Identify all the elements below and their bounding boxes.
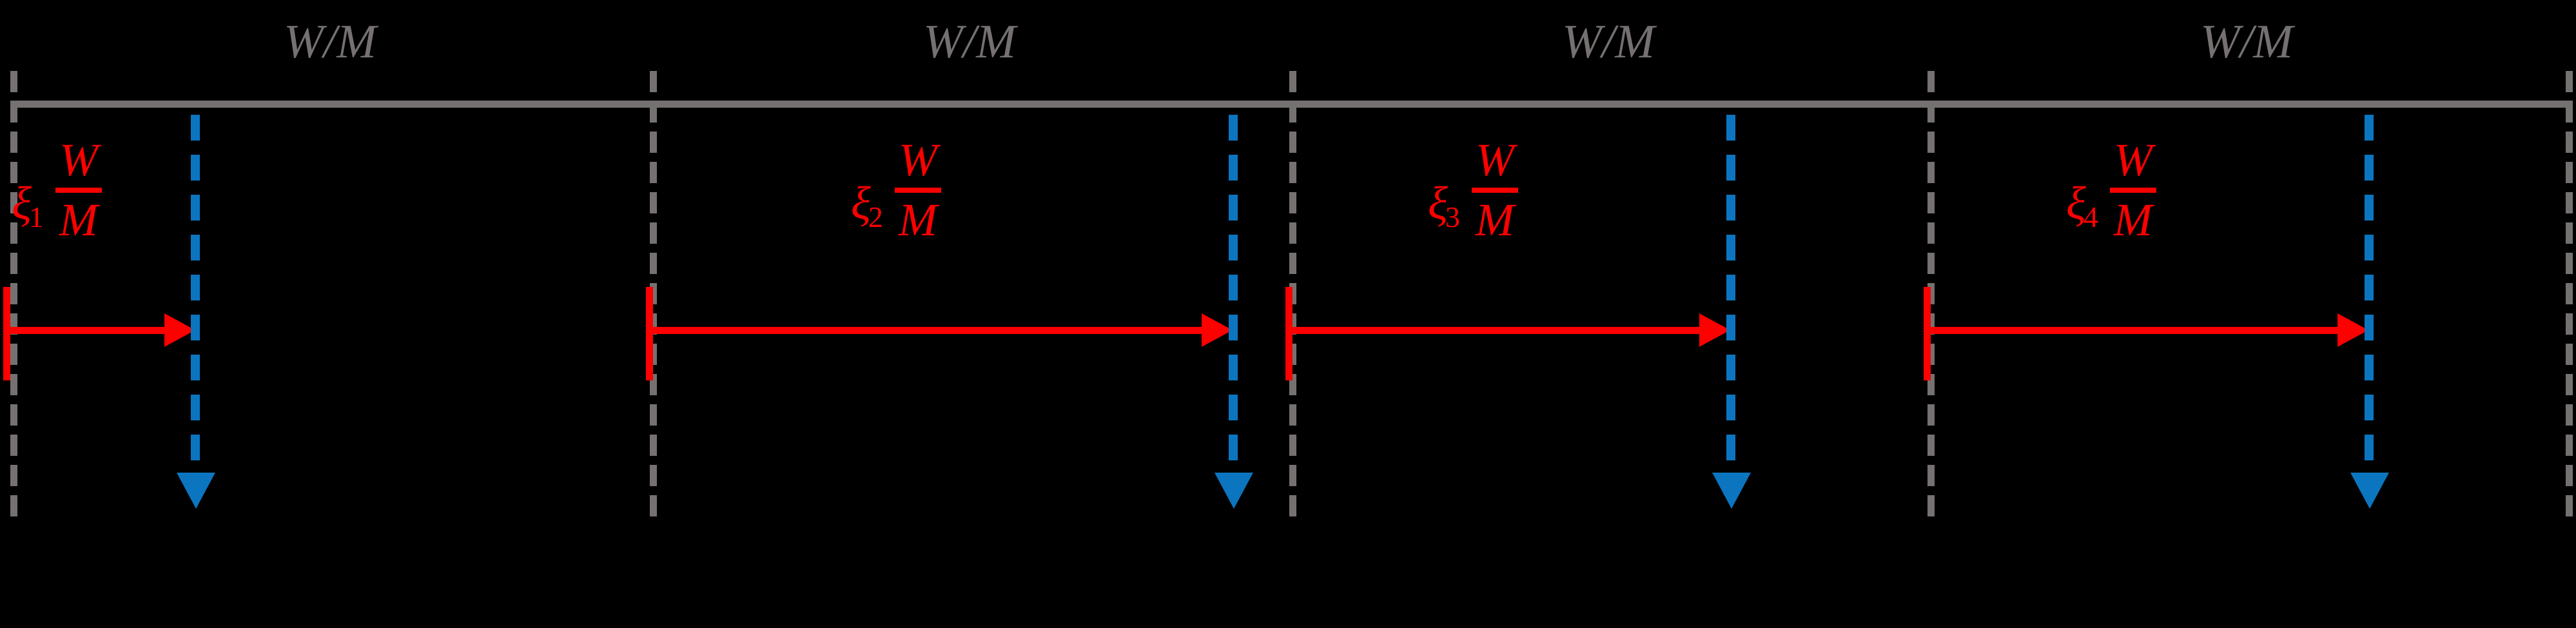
blue-down-arrow-shaft-4 — [2365, 115, 2374, 473]
segment-top-label-slash: / — [962, 15, 977, 68]
segment-top-label-numerator: W — [2200, 15, 2240, 68]
fraction-bar — [2109, 188, 2156, 193]
fraction-w-over-m: W M — [894, 134, 941, 246]
fraction-bar — [1471, 188, 1518, 193]
blue-down-arrow-shaft-3 — [1726, 115, 1735, 473]
fraction-numerator: W — [59, 134, 98, 186]
segment-top-label-slash: / — [2239, 15, 2254, 68]
fraction-denominator: M — [2113, 194, 2152, 246]
fraction-w-over-m: W M — [1471, 134, 1518, 246]
segment-boundary-0 — [10, 71, 17, 525]
red-arrow-head-2 — [1202, 313, 1233, 347]
blue-down-arrow-head-3 — [1712, 473, 1751, 509]
segment-top-label-1: W/M — [10, 18, 650, 66]
xi-symbol: ξ — [2066, 177, 2086, 230]
blue-down-arrow-shaft-2 — [1229, 115, 1238, 473]
xi-symbol: ξ — [1428, 177, 1448, 230]
segment-top-label-slash: / — [1601, 15, 1615, 68]
segment-top-label-numerator: W — [284, 15, 324, 68]
fraction-numerator: W — [2113, 134, 2152, 186]
blue-down-arrow-head-2 — [1215, 473, 1253, 509]
segment-top-label-numerator: W — [1562, 15, 1602, 68]
blue-down-arrow-shaft-1 — [191, 115, 200, 473]
segment-top-label-3: W/M — [1289, 18, 1927, 66]
xi-subscript: 4 — [2083, 201, 2098, 234]
xi-subscript: 1 — [28, 201, 44, 234]
xi-symbol: ξ — [851, 177, 871, 230]
red-arrow-shaft-1 — [3, 327, 164, 334]
fraction-numerator: W — [1475, 134, 1514, 186]
fraction-w-over-m: W M — [2109, 134, 2156, 246]
xi-symbol: ξ — [12, 177, 32, 230]
segment-top-label-4: W/M — [1927, 18, 2566, 66]
fraction-denominator: M — [898, 194, 937, 246]
blue-down-arrow-head-1 — [177, 473, 215, 509]
fraction-denominator: M — [59, 194, 98, 246]
xi-subscript: 2 — [868, 201, 883, 234]
red-arrow-shaft-3 — [1285, 327, 1699, 334]
segment-top-label-denominator: M — [2253, 15, 2293, 68]
segment-boundary-2 — [1289, 71, 1296, 525]
segment-top-label-2: W/M — [650, 18, 1289, 66]
red-arrow-shaft-2 — [646, 327, 1202, 334]
fraction-bar — [55, 188, 102, 193]
fraction-numerator: W — [898, 134, 937, 186]
segment-top-label-denominator: M — [1615, 15, 1655, 68]
segment-top-label-slash: / — [323, 15, 337, 68]
segment-boundary-1 — [650, 71, 657, 525]
red-arrow-head-4 — [2337, 313, 2368, 347]
red-arrow-head-1 — [164, 313, 195, 347]
segment-top-label-denominator: M — [976, 15, 1016, 68]
red-arrow-head-3 — [1699, 313, 1730, 347]
xi-subscript: 3 — [1445, 201, 1460, 234]
segment-top-label-denominator: M — [337, 15, 376, 68]
red-arrow-shaft-4 — [1924, 327, 2337, 334]
segment-top-label-numerator: W — [923, 15, 963, 68]
segment-boundary-3 — [1927, 71, 1935, 525]
fraction-bar — [894, 188, 941, 193]
segment-boundary-4 — [2566, 71, 2573, 525]
fraction-w-over-m: W M — [55, 134, 102, 246]
fraction-denominator: M — [1475, 194, 1514, 246]
blue-down-arrow-head-4 — [2350, 473, 2389, 509]
